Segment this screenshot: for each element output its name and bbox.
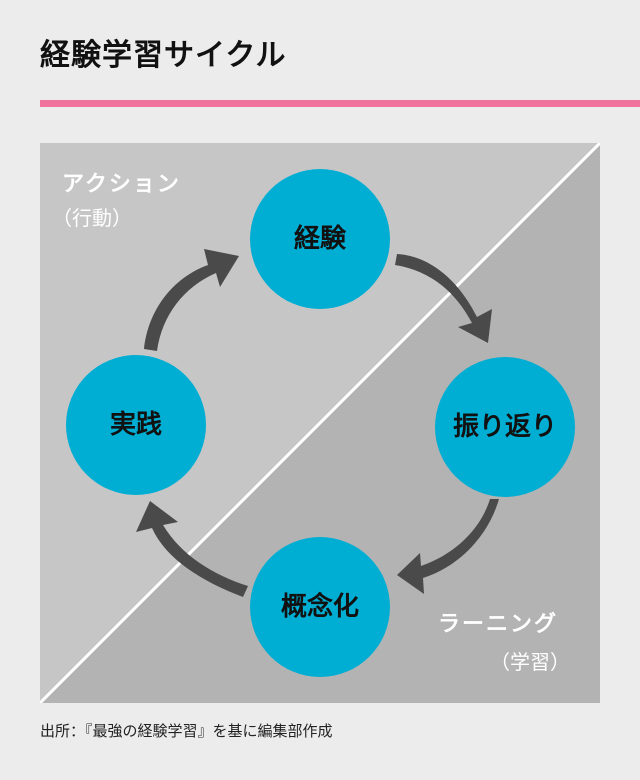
cycle-diagram bbox=[40, 143, 600, 703]
arrow-conceptualization-to-practice bbox=[136, 501, 248, 597]
practice-label: 実践 bbox=[109, 410, 162, 440]
action-sublabel: （行動） bbox=[52, 206, 132, 230]
region-divider bbox=[40, 143, 600, 703]
source-note: 出所：『最強の経験学習』を基に編集部作成 bbox=[40, 722, 333, 740]
title-accent-rule bbox=[40, 100, 640, 107]
learning-sublabel: （学習） bbox=[490, 650, 570, 674]
experience-circle bbox=[250, 169, 390, 309]
reflection-circle bbox=[435, 357, 575, 497]
reflection-label: 振り返り bbox=[452, 412, 557, 442]
arrow-experience-to-reflection bbox=[395, 254, 492, 343]
learning-label: ラーニング bbox=[438, 612, 559, 637]
conceptualization-label: 概念化 bbox=[280, 592, 359, 622]
arrow-reflection-to-conceptualization bbox=[397, 499, 499, 594]
arrow-practice-to-experience bbox=[144, 249, 239, 351]
action-label: アクション bbox=[62, 172, 181, 197]
practice-circle bbox=[66, 355, 206, 495]
conceptualization-circle bbox=[250, 537, 390, 677]
experience-label: 経験 bbox=[293, 224, 346, 254]
page-title: 経験学習サイクル bbox=[40, 38, 287, 73]
